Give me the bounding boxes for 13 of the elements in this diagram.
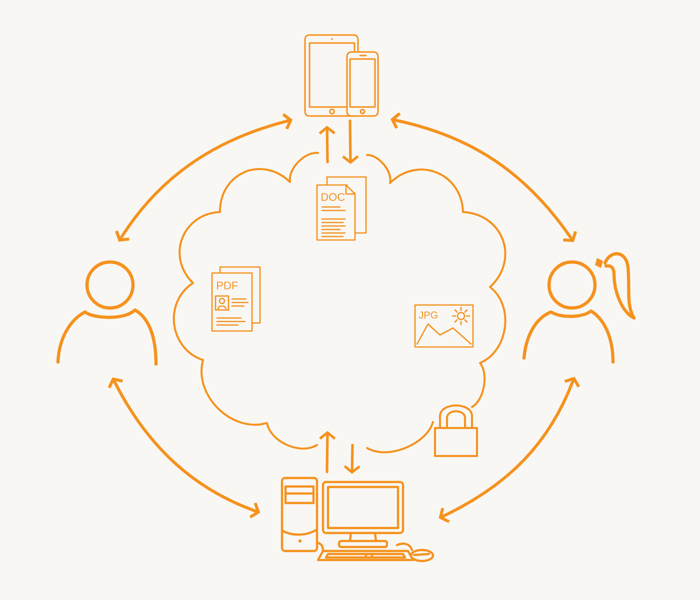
person-icon	[56, 260, 158, 366]
arrow	[318, 126, 336, 164]
arrow	[319, 431, 336, 474]
arrow	[344, 444, 360, 474]
person-icon	[522, 252, 636, 364]
tablet-phone-picture	[304, 34, 379, 117]
double-headed-arrow	[115, 113, 293, 242]
cloud-shape	[172, 152, 506, 454]
double-headed-arrow	[438, 376, 580, 524]
desktop-computer-picture	[280, 476, 434, 562]
double-headed-arrow	[390, 112, 578, 242]
double-headed-arrow	[108, 377, 260, 518]
arrow	[342, 119, 359, 164]
